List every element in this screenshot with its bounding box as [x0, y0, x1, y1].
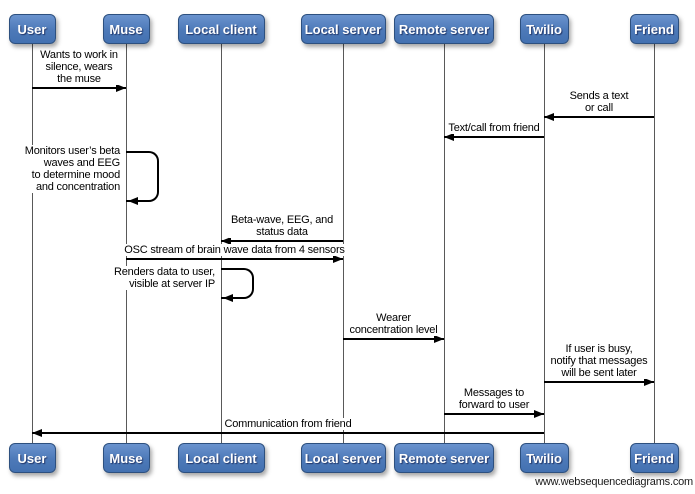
- message-1-line: [544, 116, 654, 118]
- lifeline-user: [32, 44, 33, 443]
- actor-box-remote-server-top: Remote server: [394, 14, 494, 44]
- actor-box-muse-top: Muse: [102, 14, 150, 44]
- message-0-label-line: the muse: [57, 73, 101, 85]
- actor-box-friend-bottom: Friend: [629, 443, 679, 473]
- message-9-label-line: Messages to: [463, 387, 525, 399]
- message-4-line: [221, 240, 343, 242]
- actor-box-muse-bottom: Muse: [102, 443, 150, 473]
- message-1-arrowhead-left-icon: [544, 113, 554, 121]
- message-7-label-line: Wearer: [376, 312, 411, 324]
- actor-box-local-server-bottom: Local server: [300, 443, 386, 473]
- message-4-label-line: Beta-wave, EEG, and: [231, 214, 333, 226]
- message-4-arrowhead-left-icon: [221, 237, 231, 245]
- lifeline-twilio: [544, 44, 545, 443]
- message-6-label-line: visible at server IP: [129, 278, 215, 290]
- message-2-label: Text/call from friend: [446, 122, 542, 134]
- message-2-line: [444, 136, 544, 138]
- actor-box-twilio-top: Twilio: [519, 14, 569, 44]
- message-8-arrowhead-right-icon: [644, 378, 654, 386]
- message-10-line: [32, 432, 544, 434]
- message-3-label-line: waves and EEG: [43, 157, 120, 169]
- message-5-arrowhead-right-icon: [333, 255, 343, 263]
- message-7-line: [343, 338, 444, 340]
- message-6-self-loop: [221, 268, 254, 299]
- message-4-label-line: status data: [256, 226, 308, 238]
- message-10-label-line: Communication from friend: [224, 418, 352, 430]
- message-2-label-line: Text/call from friend: [448, 122, 540, 134]
- actor-box-local-client-top: Local client: [177, 14, 265, 44]
- message-1-label-line: Sends a text: [569, 90, 629, 102]
- actor-box-user-bottom: User: [8, 443, 56, 473]
- message-9-line: [444, 413, 544, 415]
- message-3-label-line: to determine mood: [31, 169, 121, 181]
- message-3-arrowhead-left-icon: [128, 197, 138, 205]
- watermark-websequencediagrams: www.websequencediagrams.com: [535, 476, 693, 488]
- message-7-arrowhead-right-icon: [434, 335, 444, 343]
- message-3-self-loop: [126, 151, 159, 202]
- actor-box-local-server-top: Local server: [300, 14, 386, 44]
- message-6-label-line: Renders data to user,: [114, 266, 215, 278]
- message-8-label-line: notify that messages: [550, 355, 648, 367]
- message-7-label-line: concentration level: [349, 324, 438, 336]
- message-0-arrowhead-right-icon: [116, 84, 126, 92]
- lifeline-friend: [654, 44, 655, 443]
- message-6-label: Renders data to user,visible at server I…: [112, 266, 217, 290]
- message-10-arrowhead-left-icon: [32, 429, 42, 437]
- message-9-label-line: forward to user: [458, 399, 530, 411]
- message-8-label-line: If user is busy,: [565, 343, 633, 355]
- actor-box-remote-server-bottom: Remote server: [394, 443, 494, 473]
- lifeline-remote-server: [444, 44, 445, 443]
- message-8-label-line: will be sent later: [561, 367, 637, 379]
- message-6-arrowhead-left-icon: [223, 294, 233, 302]
- actor-box-local-client-bottom: Local client: [177, 443, 265, 473]
- message-8-line: [544, 381, 654, 383]
- message-5-label-line: OSC stream of brain wave data from 4 sen…: [124, 244, 345, 256]
- message-0-label-line: silence, wears: [45, 61, 113, 73]
- message-3-label-line: Monitors user’s beta: [24, 145, 120, 157]
- message-0-line: [32, 87, 126, 89]
- lifeline-muse: [126, 44, 127, 443]
- message-10-label: Communication from friend: [222, 418, 354, 430]
- message-5-label: OSC stream of brain wave data from 4 sen…: [122, 244, 347, 256]
- actor-box-friend-top: Friend: [629, 14, 679, 44]
- message-9-arrowhead-right-icon: [534, 410, 544, 418]
- message-0-label-line: Wants to work in: [40, 49, 118, 61]
- actor-box-twilio-bottom: Twilio: [519, 443, 569, 473]
- message-3-label-line: and concentration: [35, 181, 120, 193]
- actor-box-user-top: User: [8, 14, 56, 44]
- message-2-arrowhead-left-icon: [444, 133, 454, 141]
- lifeline-local-server: [343, 44, 344, 443]
- message-5-line: [126, 258, 343, 260]
- message-1-label-line: or call: [585, 102, 613, 114]
